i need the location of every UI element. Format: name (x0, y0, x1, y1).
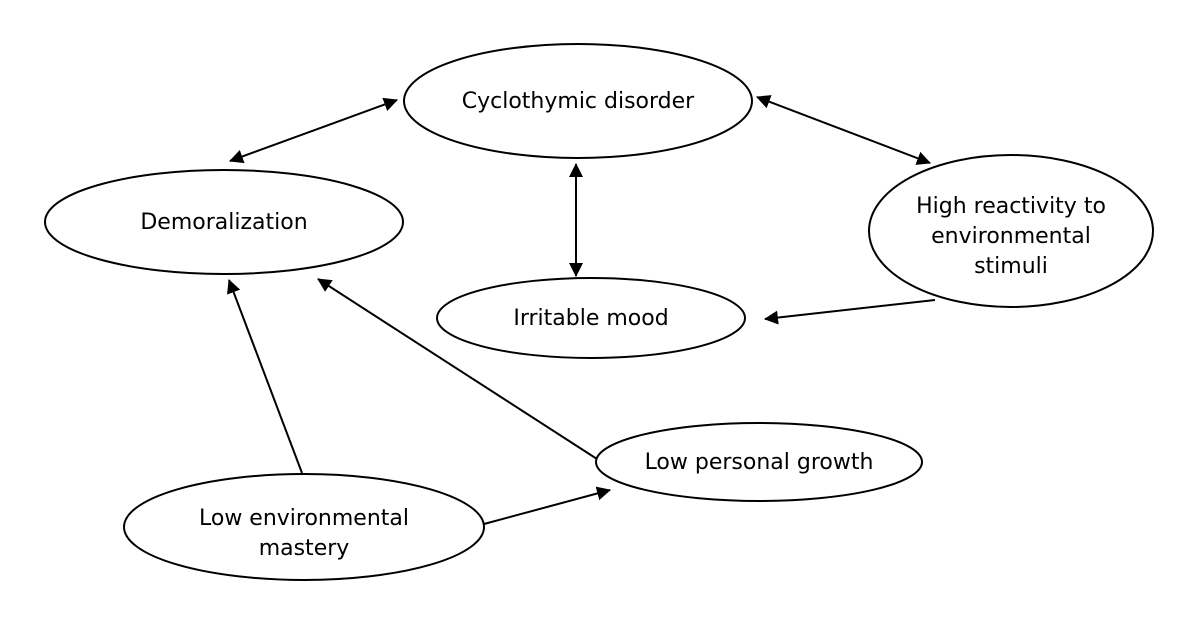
node-label: Low personal growth (645, 450, 874, 475)
edge-mastery-demoralization (227, 279, 303, 474)
node-low-personal-growth: Low personal growth (595, 422, 923, 502)
node-label-line-1: Low environmental (199, 506, 409, 531)
node-irritable-mood: Irritable mood (436, 277, 746, 359)
edge-cyclothymic-reactivity (756, 95, 931, 165)
node-label-line-2: mastery (259, 536, 350, 561)
edge-cyclothymic-demoralization (229, 97, 398, 164)
node-demoralization: Demoralization (44, 169, 404, 275)
node-label: Irritable mood (513, 306, 668, 331)
node-label-line-1: High reactivity to (916, 194, 1106, 219)
node-label-line-3: stimuli (974, 254, 1048, 279)
edge-reactivity-irritable (764, 299, 936, 325)
node-cyclothymic-disorder: Cyclothymic disorder (403, 43, 753, 159)
edges (227, 95, 936, 525)
edge-growth-demoralization (317, 278, 598, 460)
node-label: Cyclothymic disorder (462, 89, 695, 114)
node-low-environmental-mastery: Low environmental mastery (123, 473, 485, 581)
edge-mastery-growth (483, 486, 611, 525)
node-label-line-2: environmental (931, 224, 1091, 249)
node-high-reactivity: High reactivity to environmental stimuli (868, 154, 1154, 308)
node-label: Demoralization (140, 210, 307, 235)
